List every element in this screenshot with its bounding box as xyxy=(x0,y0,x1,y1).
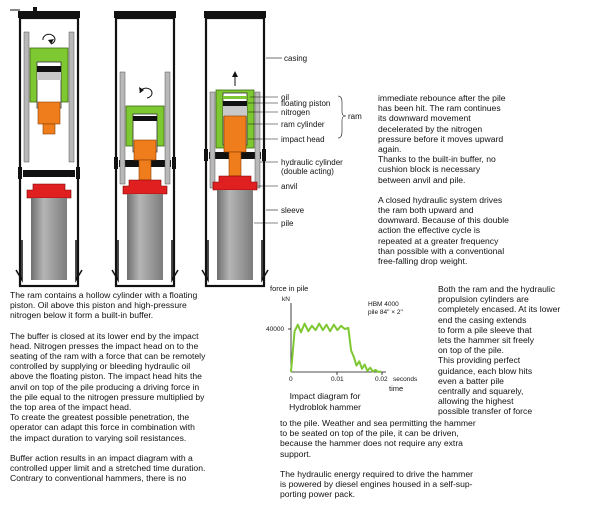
chart-x-tick-1: 0.01 xyxy=(331,376,344,383)
label-nitrogen: nitrogen xyxy=(281,108,310,117)
label-ram: ram xyxy=(348,112,362,121)
hammer-stage-1 xyxy=(10,7,83,288)
left-paragraph-2: The buffer is closed at its lower end by… xyxy=(10,330,206,443)
label-casing: casing xyxy=(284,54,308,63)
chart-title: force in pile xyxy=(270,284,309,293)
chart-x-tick-2: 0.02 xyxy=(375,376,388,383)
left-column-text: The ram contains a hollow cylinder with … xyxy=(10,290,272,493)
hammer-stage-3 xyxy=(201,11,269,288)
leader-lines xyxy=(248,57,347,224)
bottom-text: to the pile. Weather and sea permitting … xyxy=(280,418,598,509)
column-3-paragraph: Both the ram and the hydraulic propulsio… xyxy=(438,284,561,417)
right-paragraph-1: immediate rebounce after the pile has be… xyxy=(378,93,506,185)
left-paragraph-1: The ram contains a hollow cylinder with … xyxy=(10,290,198,321)
label-hydraulic-cylinder: hydraulic cylinder (double acting) xyxy=(281,158,343,176)
chart-x-unit: seconds xyxy=(393,376,418,383)
chart-y-tick: 40000 xyxy=(266,326,285,333)
chart-x-label: time xyxy=(389,384,404,393)
label-anvil: anvil xyxy=(281,182,298,191)
label-pile: pile xyxy=(281,219,294,228)
label-floating-piston: floating piston xyxy=(281,99,331,108)
right-column-text: immediate rebounce after the pile has be… xyxy=(378,93,598,276)
label-impact-head: impact head xyxy=(281,135,325,144)
bottom-paragraph-1: to the pile. Weather and sea permitting … xyxy=(280,418,476,459)
series-line xyxy=(290,322,382,373)
bottom-paragraph-2: The hydraulic energy required to drive t… xyxy=(280,468,473,500)
chart-annotation: HBM 4000 pile 84" × 2" xyxy=(368,301,403,316)
label-oil: oil xyxy=(281,93,290,102)
left-paragraph-3: Buffer action results in an impact diagr… xyxy=(10,452,206,484)
column-3-text: Both the ram and the hydraulic propulsio… xyxy=(438,284,598,427)
chart-caption: Impact diagram for Hydroblok hammer xyxy=(289,391,361,412)
impact-chart xyxy=(288,303,386,375)
label-sleeve: sleeve xyxy=(281,206,305,215)
hammer-stage-2 xyxy=(111,11,179,288)
right-paragraph-2: A closed hydraulic system drives the ram… xyxy=(378,194,509,267)
label-ram-cylinder: ram cylinder xyxy=(281,120,325,129)
chart-x-tick-0: 0 xyxy=(289,376,293,383)
chart-y-label: kN xyxy=(282,296,290,303)
